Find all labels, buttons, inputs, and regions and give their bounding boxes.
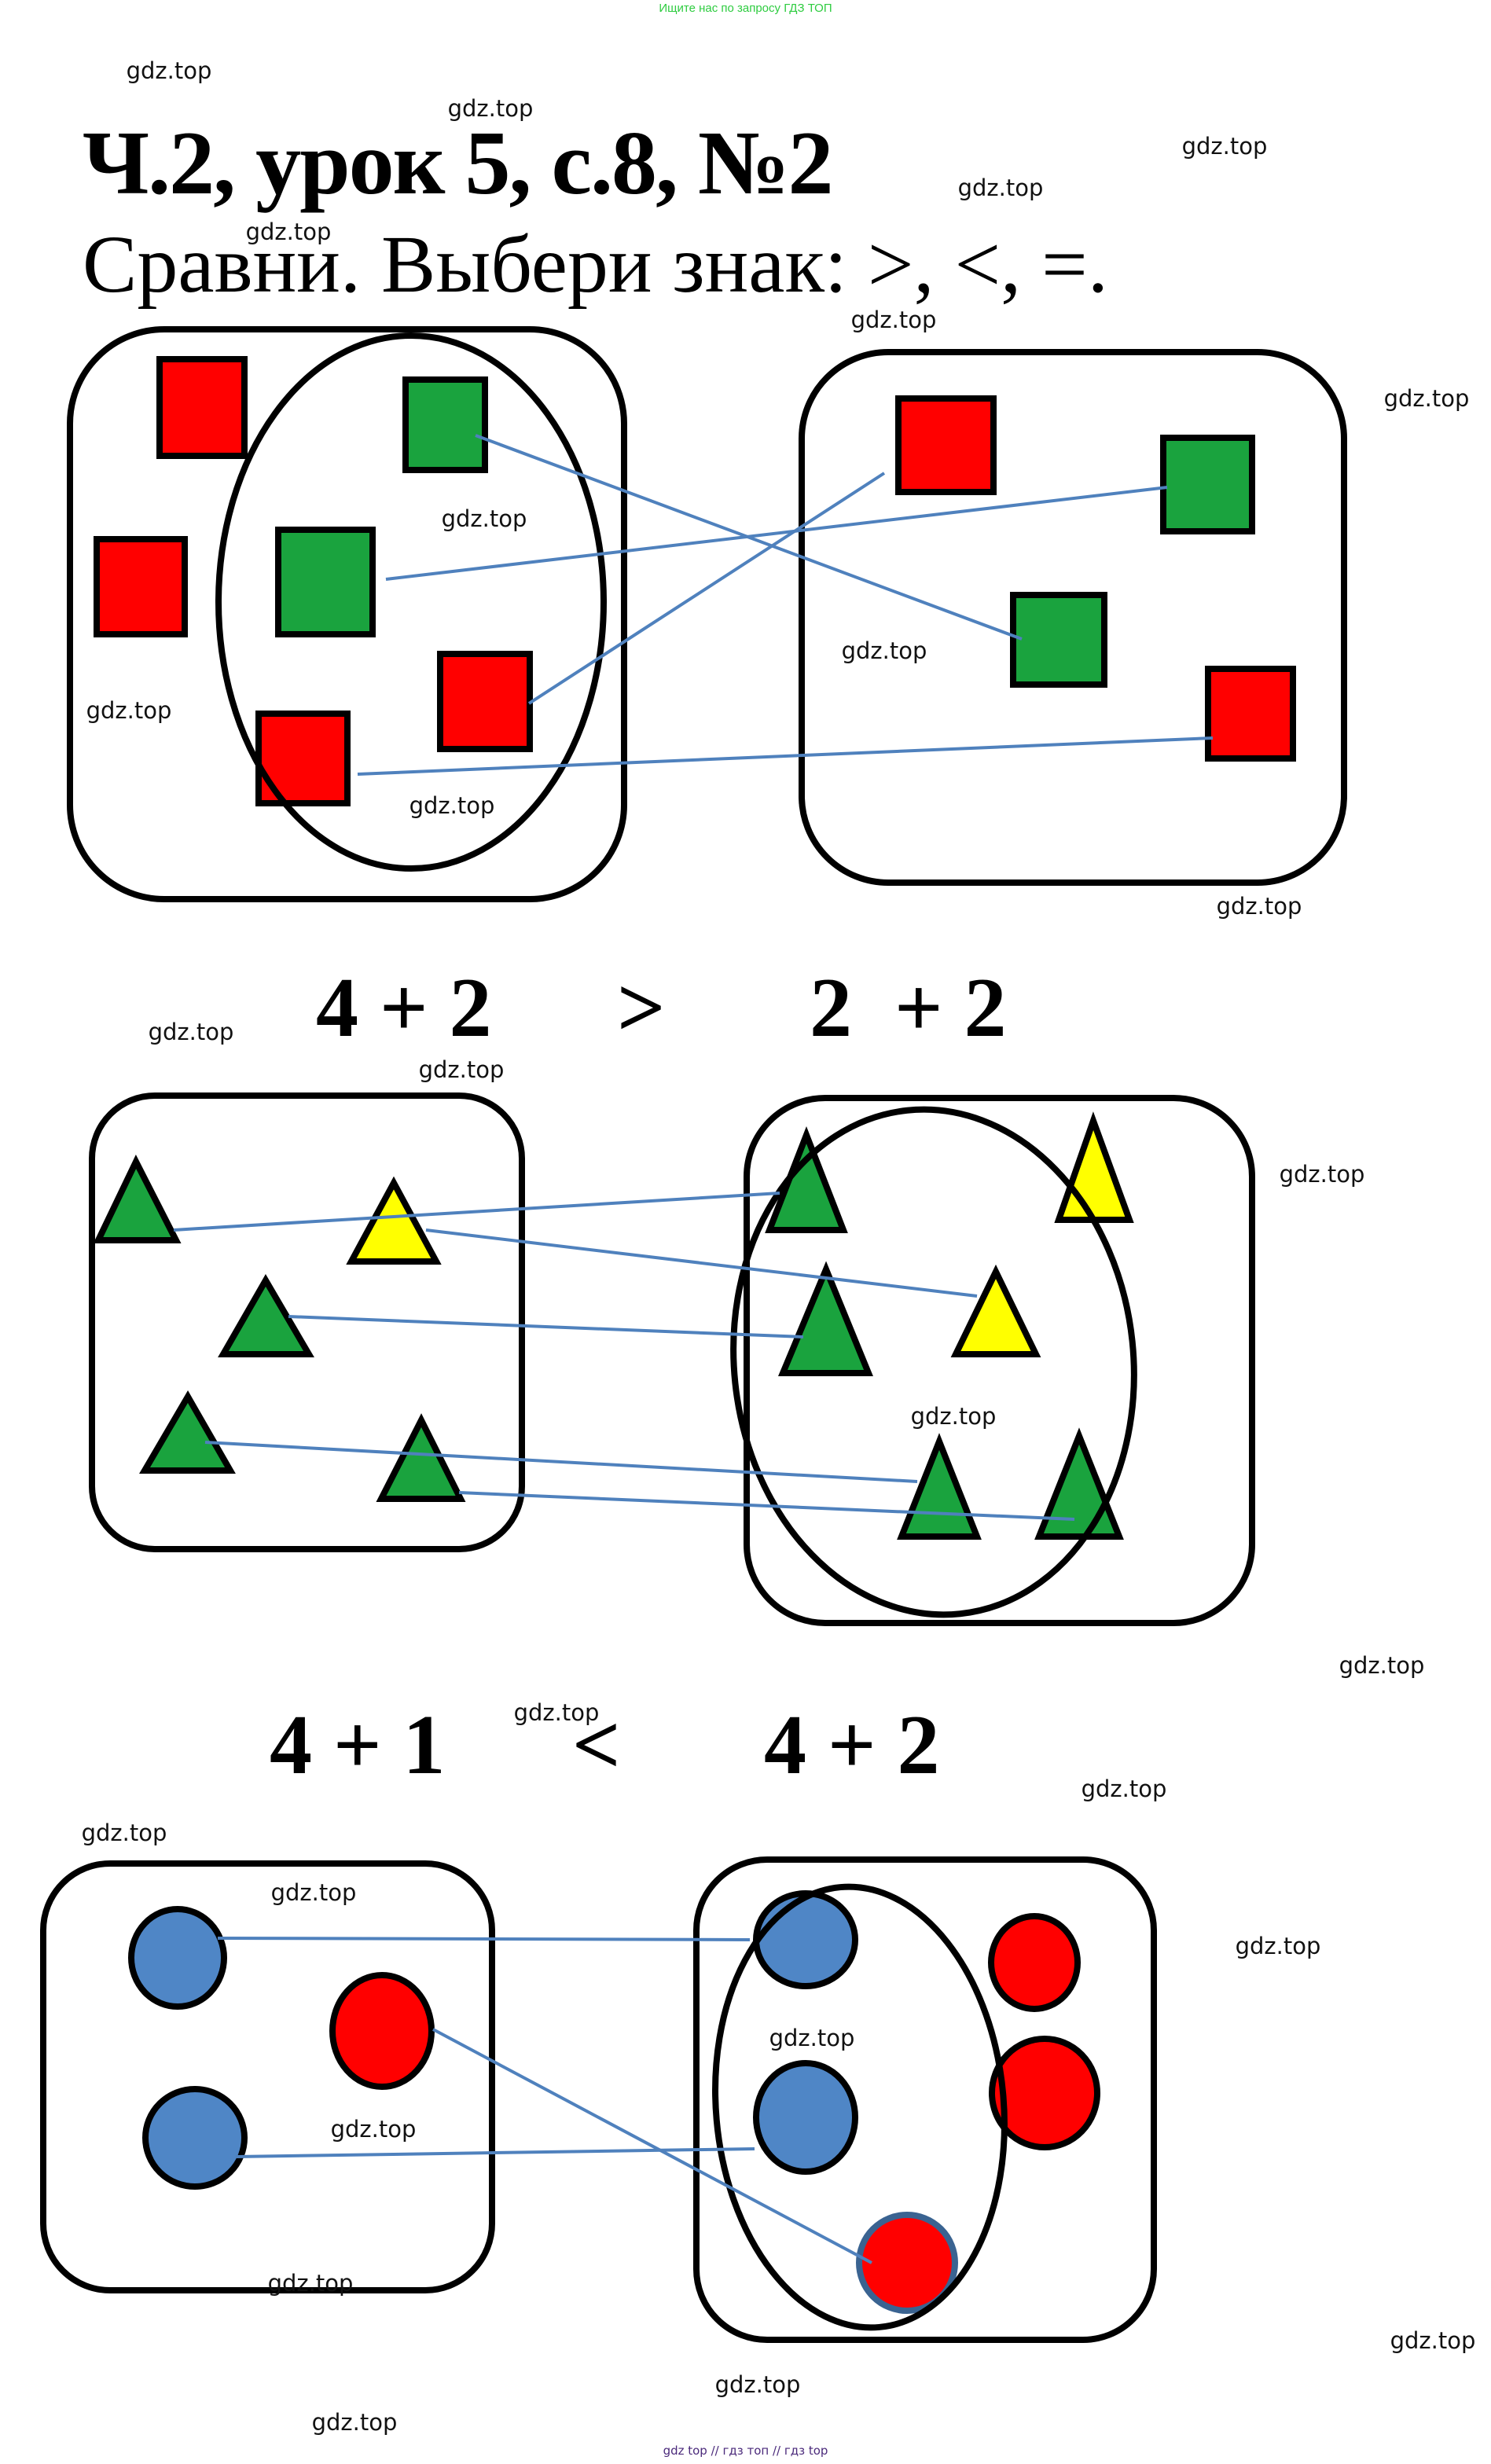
- green-triangle: [93, 1154, 182, 1243]
- match-line: [527, 472, 886, 705]
- task-instruction: Сравни. Выбери знак: >, <, =.: [83, 219, 1108, 310]
- equation-2-right: 4 + 2: [764, 1698, 940, 1792]
- green-triangle: [1034, 1427, 1124, 1540]
- match-line: [173, 1192, 780, 1232]
- watermark: gdz.top: [270, 1879, 357, 1906]
- group-box-squares-left: [67, 326, 627, 902]
- green-square: [1010, 592, 1107, 688]
- matching-lines-circles: [217, 1937, 872, 2264]
- blue-circle: [128, 1906, 227, 2010]
- match-line: [204, 1441, 918, 1483]
- watermark: gdz.top: [267, 2270, 354, 2297]
- green-triangle: [139, 1390, 236, 1474]
- watermark: gdz.top: [126, 57, 212, 84]
- red-square: [895, 395, 997, 495]
- green-square: [1160, 435, 1255, 534]
- match-line: [357, 736, 1214, 776]
- watermark: gdz.top: [1181, 133, 1268, 160]
- equation-1-sign: >: [617, 961, 666, 1055]
- green-triangle: [897, 1433, 982, 1540]
- group-box-triangles-left: [89, 1092, 525, 1552]
- page-title: Ч.2, урок 5, с.8, №2: [83, 113, 834, 214]
- blue-circle: [753, 2060, 858, 2175]
- watermark: gdz.top: [957, 174, 1044, 201]
- blue-circle: [142, 2086, 248, 2190]
- matching-lines-triangles: [173, 1192, 1075, 1521]
- match-line: [235, 2147, 755, 2158]
- red-square: [94, 536, 188, 637]
- red-circle: [988, 1913, 1081, 2012]
- watermark: gdz.top: [1081, 1775, 1167, 1802]
- selection-ellipse: [730, 1106, 1137, 1618]
- match-line: [458, 1491, 1075, 1521]
- equation-2-sign: <: [572, 1698, 621, 1792]
- match-line: [288, 1315, 804, 1338]
- search-hint-banner: Ищите нас по запросу ГДЗ ТОП: [659, 2, 832, 15]
- watermark: gdz.top: [910, 1403, 997, 1430]
- green-square: [275, 527, 376, 637]
- watermark: gdz.top: [447, 95, 534, 122]
- watermark: gdz.top: [1390, 2327, 1476, 2354]
- watermark: gdz.top: [1279, 1161, 1365, 1188]
- green-triangle: [765, 1126, 848, 1233]
- green-square: [402, 376, 488, 473]
- yellow-triangle: [950, 1264, 1041, 1357]
- green-triangle: [376, 1413, 466, 1502]
- watermark: gdz.top: [513, 1699, 600, 1726]
- watermark: gdz.top: [441, 505, 527, 532]
- footer-links: gdz top // гдз топ // гдз top: [663, 2444, 828, 2458]
- green-triangle: [778, 1261, 873, 1376]
- match-line: [385, 486, 1168, 581]
- equation-1-left: 4 + 2: [316, 961, 492, 1055]
- equation-1-right: 2 + 2: [810, 961, 1007, 1055]
- red-square: [437, 651, 533, 752]
- watermark: gdz.top: [330, 2116, 417, 2143]
- watermark: gdz.top: [245, 218, 332, 245]
- watermark: gdz.top: [1339, 1652, 1425, 1679]
- red-square: [156, 356, 248, 459]
- watermark: gdz.top: [81, 1820, 167, 1846]
- match-line: [217, 1937, 751, 1941]
- match-line: [432, 2028, 872, 2264]
- red-circle: [329, 1972, 435, 2090]
- watermark: gdz.top: [841, 637, 927, 664]
- watermark: gdz.top: [714, 2371, 801, 2398]
- group-box-circles-right: [693, 1856, 1157, 2343]
- yellow-triangle: [346, 1176, 442, 1265]
- watermark: gdz.top: [311, 2409, 398, 2436]
- matching-lines-squares: [357, 434, 1214, 776]
- group-box-triangles-right: [744, 1095, 1255, 1626]
- red-square: [1205, 666, 1296, 762]
- watermark: gdz.top: [1216, 893, 1302, 920]
- selection-ellipse: [215, 332, 607, 872]
- watermark: gdz.top: [769, 2025, 855, 2051]
- red-circle: [856, 2212, 958, 2314]
- group-box-squares-right: [799, 349, 1347, 886]
- equation-2-left: 4 + 1: [270, 1698, 446, 1792]
- watermark: gdz.top: [1235, 1933, 1321, 1959]
- watermark: gdz.top: [1383, 385, 1470, 412]
- watermark: gdz.top: [148, 1019, 234, 1045]
- red-circle: [989, 2036, 1100, 2150]
- green-triangle: [218, 1274, 314, 1357]
- yellow-triangle: [1054, 1111, 1134, 1223]
- watermark: gdz.top: [86, 697, 172, 724]
- selection-ellipse: [712, 1883, 1008, 2331]
- match-line: [425, 1228, 978, 1298]
- group-box-circles-left: [40, 1860, 495, 2293]
- watermark: gdz.top: [850, 307, 937, 333]
- watermark: gdz.top: [418, 1056, 505, 1083]
- blue-circle: [753, 1890, 858, 1989]
- watermark: gdz.top: [409, 792, 495, 819]
